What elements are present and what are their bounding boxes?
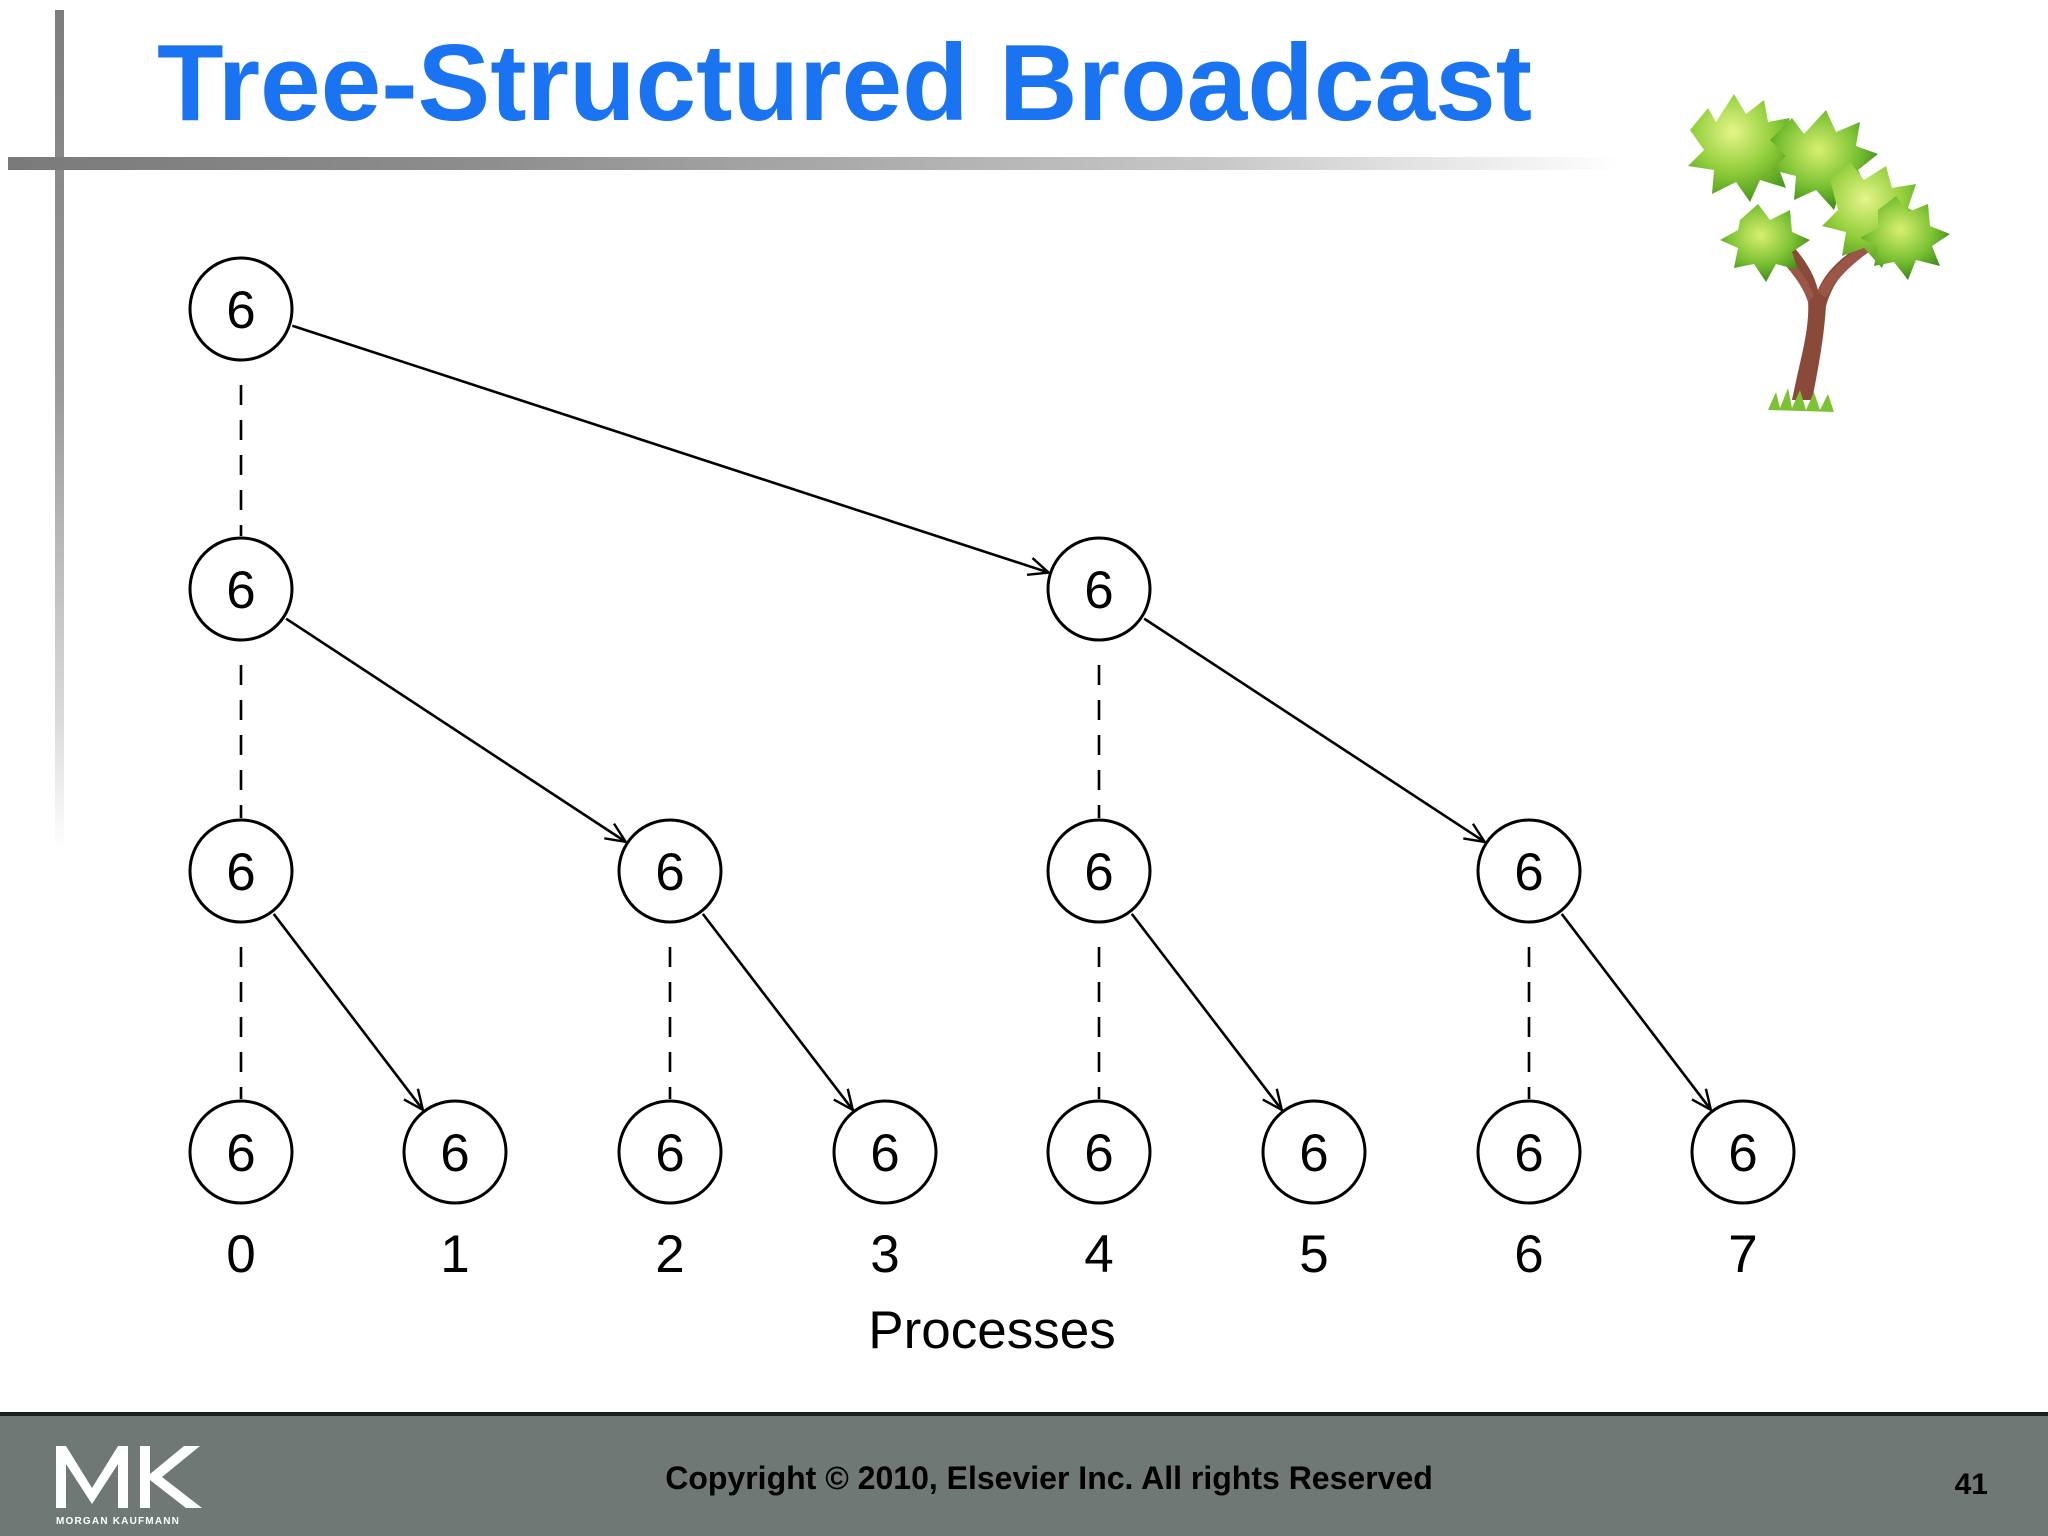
page-number: 41 (1954, 1468, 1988, 1501)
node-circle (1690, 1099, 1796, 1205)
node-value: 6 (226, 843, 255, 902)
tree-node-r3c4: 6 (1046, 1099, 1152, 1205)
node-value: 6 (870, 1124, 899, 1183)
node-circle (188, 256, 294, 362)
morgan-kaufmann-logo: MORGAN KAUFMANN (54, 1438, 214, 1528)
process-label-6: 6 (1514, 1225, 1543, 1284)
node-circle (1261, 1099, 1367, 1205)
logo-subtitle: MORGAN KAUFMANN (56, 1516, 181, 1527)
send-arrow-r2c6-r3c7 (1560, 913, 1711, 1110)
node-value: 6 (1299, 1124, 1328, 1183)
node-value: 6 (226, 1124, 255, 1183)
node-value: 6 (655, 843, 684, 902)
node-value: 6 (1514, 1124, 1543, 1183)
node-circle (1476, 1099, 1582, 1205)
node-circle (1046, 1099, 1152, 1205)
tree-node-r2c6: 6 (1476, 818, 1582, 924)
tree-node-r3c7: 6 (1690, 1099, 1796, 1205)
tree-node-r2c0: 6 (188, 818, 294, 924)
send-arrow-r2c2-r3c3 (701, 913, 853, 1110)
node-value: 6 (1514, 843, 1543, 902)
node-value: 6 (1084, 1124, 1113, 1183)
tree-node-r3c6: 6 (1476, 1099, 1582, 1205)
process-label-0: 0 (226, 1225, 255, 1284)
footer-bar: MORGAN KAUFMANN Copyright © 2010, Elsevi… (0, 1412, 2048, 1536)
processes-axis-label: Processes (868, 1301, 1115, 1360)
send-arrow-r2c0-r3c1 (272, 913, 423, 1110)
node-circle (188, 818, 294, 924)
decorative-horizontal-bar (8, 157, 1620, 170)
node-circle (1476, 818, 1582, 924)
node-circle (832, 1099, 938, 1205)
tree-node-r3c0: 6 (188, 1099, 294, 1205)
node-value: 6 (226, 561, 255, 620)
send-arrow-r1c4-r2c6 (1143, 617, 1485, 842)
tree-node-r3c2: 6 (617, 1099, 723, 1205)
node-circle (402, 1099, 508, 1205)
tree-node-r1c0: 6 (188, 536, 294, 642)
nodes-layer: 6 6 6 6 6 6 6 6 6 6 6 6 6 6 6 (188, 256, 1796, 1205)
tree-illustration (1688, 94, 1950, 412)
node-value: 6 (1084, 561, 1113, 620)
node-circle (188, 1099, 294, 1205)
copyright-text: Copyright © 2010, Elsevier Inc. All righ… (665, 1460, 1433, 1496)
node-circle (188, 536, 294, 642)
mk-logo-mark (56, 1446, 202, 1508)
process-label-7: 7 (1728, 1225, 1757, 1284)
process-label-5: 5 (1299, 1225, 1328, 1284)
tree-node-r2c4: 6 (1046, 818, 1152, 924)
process-labels: 0 1 2 3 4 5 6 7 (226, 1225, 1757, 1284)
tree-node-r3c1: 6 (402, 1099, 508, 1205)
node-circle (617, 1099, 723, 1205)
process-label-4: 4 (1084, 1225, 1113, 1284)
process-label-2: 2 (655, 1225, 684, 1284)
node-circle (617, 818, 723, 924)
node-circle (1046, 818, 1152, 924)
node-value: 6 (655, 1124, 684, 1183)
send-arrow-r1c0-r2c2 (285, 617, 626, 842)
node-value: 6 (1728, 1124, 1757, 1183)
process-label-1: 1 (440, 1225, 469, 1284)
send-arrow-r0c0-r1c4 (291, 324, 1048, 573)
slide-title: Tree-Structured Broadcast (157, 22, 1533, 144)
process-label-3: 3 (870, 1225, 899, 1284)
node-circle (1046, 536, 1152, 642)
tree-node-r0c0: 6 (188, 256, 294, 362)
tree-node-r3c3: 6 (832, 1099, 938, 1205)
decorative-vertical-bar (55, 10, 64, 850)
node-value: 6 (226, 281, 255, 340)
tree-node-r1c4: 6 (1046, 536, 1152, 642)
broadcast-tree-diagram: 6 6 6 6 6 6 6 6 6 6 6 6 6 6 6 0 1 2 3 4 5 6 7 Processes (188, 256, 1796, 1360)
send-arrow-r2c4-r3c5 (1130, 913, 1282, 1110)
tree-node-r2c2: 6 (617, 818, 723, 924)
node-value: 6 (1084, 843, 1113, 902)
node-value: 6 (440, 1124, 469, 1183)
tree-node-r3c5: 6 (1261, 1099, 1367, 1205)
edges-layer (239, 324, 1711, 1110)
